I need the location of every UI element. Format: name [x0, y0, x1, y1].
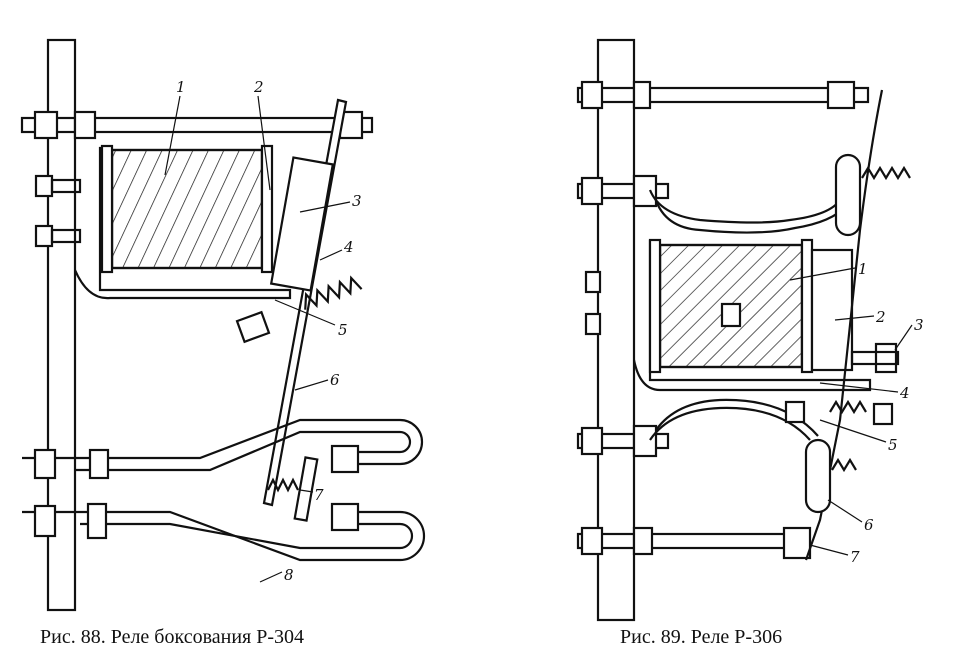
label-3: 3 [914, 316, 924, 334]
lower-flex-conductor [649, 406, 811, 441]
lower-rods [22, 418, 426, 562]
label-7: 7 [850, 548, 860, 566]
label-2: 2 [875, 308, 886, 326]
label-8: 8 [284, 566, 294, 584]
label-4: 4 [343, 238, 354, 256]
leader-lines [789, 267, 913, 556]
spring [304, 275, 363, 310]
armature [810, 248, 854, 372]
label-2: 2 [253, 78, 264, 96]
label-1: 1 [858, 260, 868, 278]
figure-88-relay-p304: 1 2 3 4 5 6 7 8 Рис. 88. Реле боксования… [20, 38, 426, 648]
mounting-panel [46, 38, 77, 612]
coil-terminal [720, 302, 742, 328]
upper-contact-link [834, 153, 862, 237]
label-6: 6 [864, 516, 874, 534]
label-7: 7 [314, 486, 324, 504]
lower-contact-link [804, 438, 832, 514]
rods [576, 80, 870, 560]
coil [110, 148, 264, 270]
label-6: 6 [330, 371, 340, 389]
caption-figure-89: Рис. 89. Реле Р-306 [620, 626, 782, 648]
top-rod [20, 110, 374, 140]
upper-flex-conductor [648, 189, 841, 224]
label-1: 1 [176, 78, 186, 96]
small-bolts [34, 174, 82, 248]
caption-figure-88: Рис. 88. Реле боксования Р-304 [40, 626, 304, 648]
coil-bracket [632, 240, 872, 392]
armature-plate [269, 156, 335, 292]
label-3: 3 [352, 192, 362, 210]
label-5: 5 [338, 321, 348, 339]
leader-lines [164, 95, 351, 583]
coil-bracket [73, 146, 292, 300]
label-4: 4 [899, 384, 910, 402]
label-5: 5 [888, 436, 898, 454]
figure-89-relay-p306: 1 2 3 4 5 6 7 Рис. 89. Реле Р-306 [576, 38, 924, 648]
